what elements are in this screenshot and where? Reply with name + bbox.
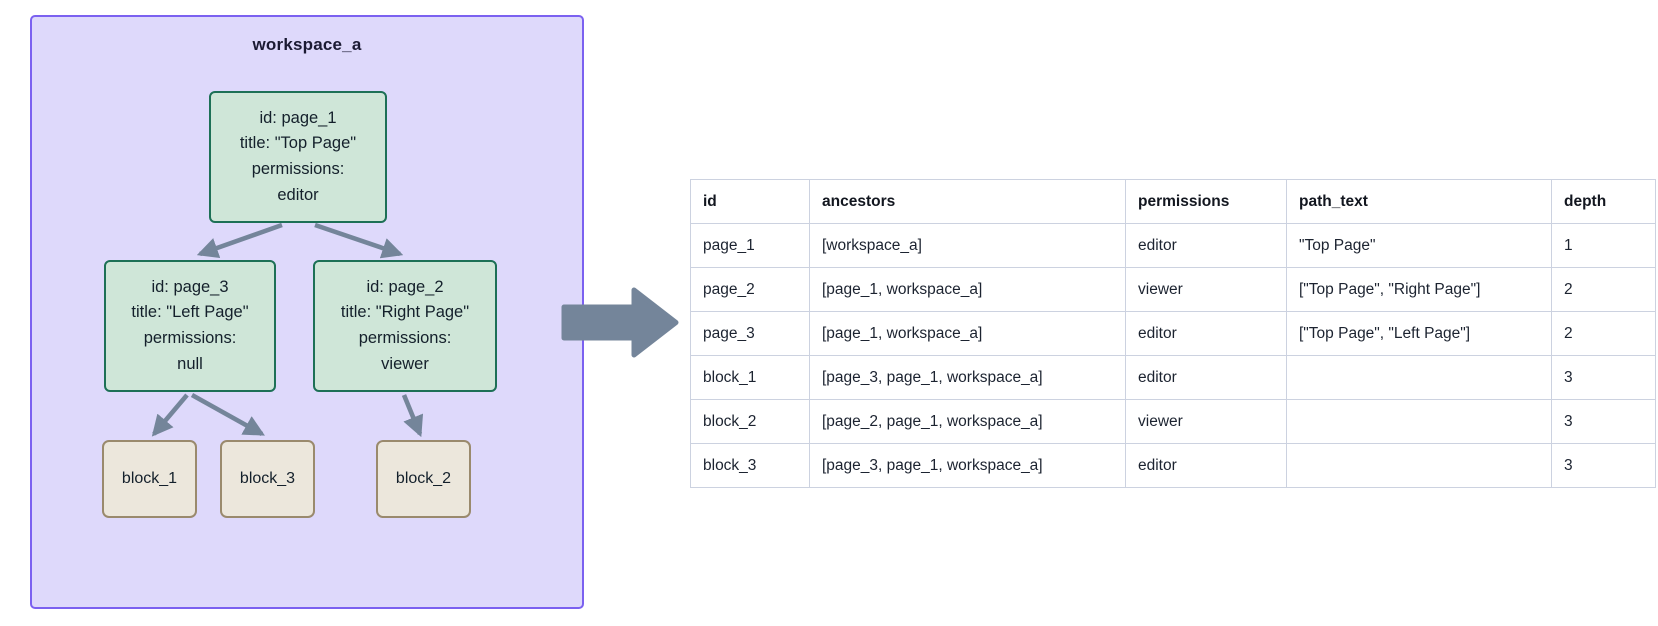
edge-page1-page2 — [314, 222, 404, 259]
node-page-3-permissions-label: permissions: — [143, 329, 237, 347]
node-page-2-permissions-label: permissions: — [358, 329, 452, 347]
cell-path-text: "Top Page" — [1286, 223, 1552, 268]
cell-path-text — [1286, 443, 1552, 488]
cell-ancestors: [page_1, workspace_a] — [809, 311, 1126, 356]
cell-id: block_2 — [690, 399, 810, 444]
table-row[interactable]: block_1 [page_3, page_1, workspace_a] ed… — [690, 355, 1656, 400]
table-row[interactable]: page_1 [workspace_a] editor "Top Page" 1 — [690, 223, 1656, 268]
table-row[interactable]: block_2 [page_2, page_1, workspace_a] vi… — [690, 399, 1656, 444]
table-header-depth: depth — [1551, 179, 1656, 224]
cell-ancestors: [page_3, page_1, workspace_a] — [809, 443, 1126, 488]
table-header-row: id ancestors permissions path_text depth — [690, 179, 1656, 224]
edge-page1-page3 — [196, 222, 283, 259]
node-page-1-title: title: "Top Page" — [239, 134, 357, 153]
cell-permissions: editor — [1125, 311, 1287, 356]
node-block-1-label: block_1 — [121, 470, 178, 487]
cell-id: block_1 — [690, 355, 810, 400]
node-block-3[interactable]: block_3 — [220, 440, 315, 518]
cell-permissions: viewer — [1125, 399, 1287, 444]
node-block-3-label: block_3 — [239, 470, 296, 487]
table-header-id: id — [690, 179, 810, 224]
node-page-2-permissions-value: viewer — [381, 354, 429, 373]
cell-permissions: editor — [1125, 355, 1287, 400]
cell-path-text — [1286, 355, 1552, 400]
node-page-1-permissions-label: permissions: — [251, 160, 345, 178]
result-table: id ancestors permissions path_text depth… — [690, 179, 1656, 488]
node-page-3-title: title: "Left Page" — [131, 303, 249, 322]
cell-id: page_3 — [690, 311, 810, 356]
node-page-1-id: id: page_1 — [259, 108, 337, 127]
cell-id: page_2 — [690, 267, 810, 312]
edge-page3-block1 — [151, 393, 189, 437]
table-header-path-text: path_text — [1286, 179, 1552, 224]
cell-depth: 1 — [1551, 223, 1656, 268]
cell-id: page_1 — [690, 223, 810, 268]
node-page-3-id: id: page_3 — [151, 277, 229, 296]
edge-page3-block3 — [190, 392, 265, 437]
node-page-3[interactable]: id: page_3 title: "Left Page" permission… — [104, 260, 276, 392]
cell-ancestors: [workspace_a] — [809, 223, 1126, 268]
cell-permissions: editor — [1125, 443, 1287, 488]
cell-permissions: editor — [1125, 223, 1287, 268]
node-block-1[interactable]: block_1 — [102, 440, 197, 518]
node-page-2-id: id: page_2 — [366, 277, 444, 296]
workspace-container: workspace_a id: page_1 title: "Top Page"… — [30, 15, 584, 609]
table-row[interactable]: page_3 [page_1, workspace_a] editor ["To… — [690, 311, 1656, 356]
node-page-3-permissions-value: null — [177, 354, 203, 373]
cell-depth: 3 — [1551, 443, 1656, 488]
table-row[interactable]: block_3 [page_3, page_1, workspace_a] ed… — [690, 443, 1656, 488]
node-page-2-title: title: "Right Page" — [340, 303, 470, 322]
table-row[interactable]: page_2 [page_1, workspace_a] viewer ["To… — [690, 267, 1656, 312]
cell-depth: 2 — [1551, 267, 1656, 312]
cell-path-text: ["Top Page", "Left Page"] — [1286, 311, 1552, 356]
cell-depth: 3 — [1551, 355, 1656, 400]
cell-ancestors: [page_1, workspace_a] — [809, 267, 1126, 312]
edge-page2-block2 — [401, 394, 424, 438]
cell-path-text — [1286, 399, 1552, 444]
cell-path-text: ["Top Page", "Right Page"] — [1286, 267, 1552, 312]
cell-ancestors: [page_2, page_1, workspace_a] — [809, 399, 1126, 444]
result-table-container: id ancestors permissions path_text depth… — [690, 179, 1656, 488]
cell-ancestors: [page_3, page_1, workspace_a] — [809, 355, 1126, 400]
cell-permissions: viewer — [1125, 267, 1287, 312]
node-page-1[interactable]: id: page_1 title: "Top Page" permissions… — [209, 91, 387, 223]
table-header-permissions: permissions — [1125, 179, 1287, 224]
table-header-ancestors: ancestors — [809, 179, 1126, 224]
cell-id: block_3 — [690, 443, 810, 488]
node-block-2[interactable]: block_2 — [376, 440, 471, 518]
node-block-2-label: block_2 — [395, 470, 452, 487]
cell-depth: 2 — [1551, 311, 1656, 356]
workspace-title: workspace_a — [252, 35, 362, 54]
node-page-2[interactable]: id: page_2 title: "Right Page" permissio… — [313, 260, 497, 392]
transform-right-arrow-icon — [561, 287, 679, 358]
node-page-1-permissions-value: editor — [277, 185, 319, 204]
cell-depth: 3 — [1551, 399, 1656, 444]
